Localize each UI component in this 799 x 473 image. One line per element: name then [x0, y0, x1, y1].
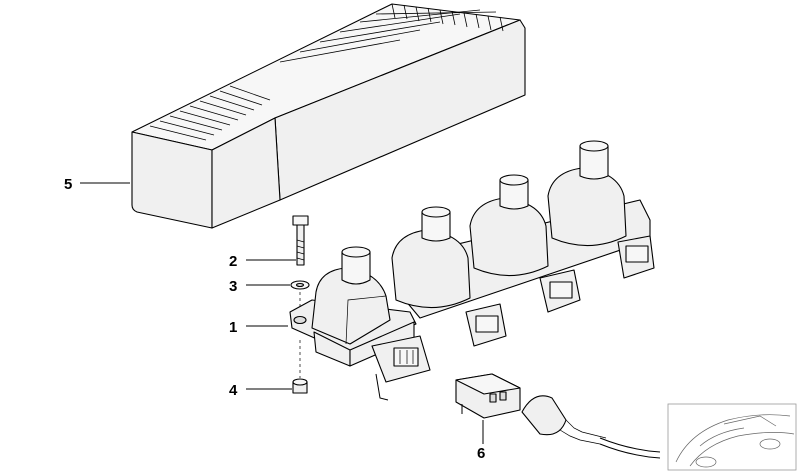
ignition-coil-icon[interactable]: [289, 246, 431, 401]
callout-2: 2: [229, 253, 237, 270]
callout-5: 5: [64, 176, 72, 193]
ignition-coil-icon: [391, 206, 507, 347]
coil-cover-icon[interactable]: [131, 3, 526, 229]
ignition-coil-icon: [469, 174, 581, 313]
connector-plug-icon[interactable]: [455, 373, 521, 419]
callout-6: 6: [477, 445, 485, 462]
car-thumbnail-icon: [667, 403, 797, 471]
leader-lines: [80, 182, 484, 444]
nut-icon[interactable]: [292, 378, 308, 394]
callout-1: 1: [229, 319, 237, 336]
coil-rail-icon: [391, 140, 655, 347]
callout-4: 4: [229, 382, 238, 399]
washer-icon[interactable]: [290, 280, 310, 290]
bolt-icon[interactable]: [292, 215, 309, 266]
ignition-coil-icon: [547, 140, 655, 279]
cable-connector-icon: [521, 395, 661, 459]
callout-3: 3: [229, 278, 237, 295]
